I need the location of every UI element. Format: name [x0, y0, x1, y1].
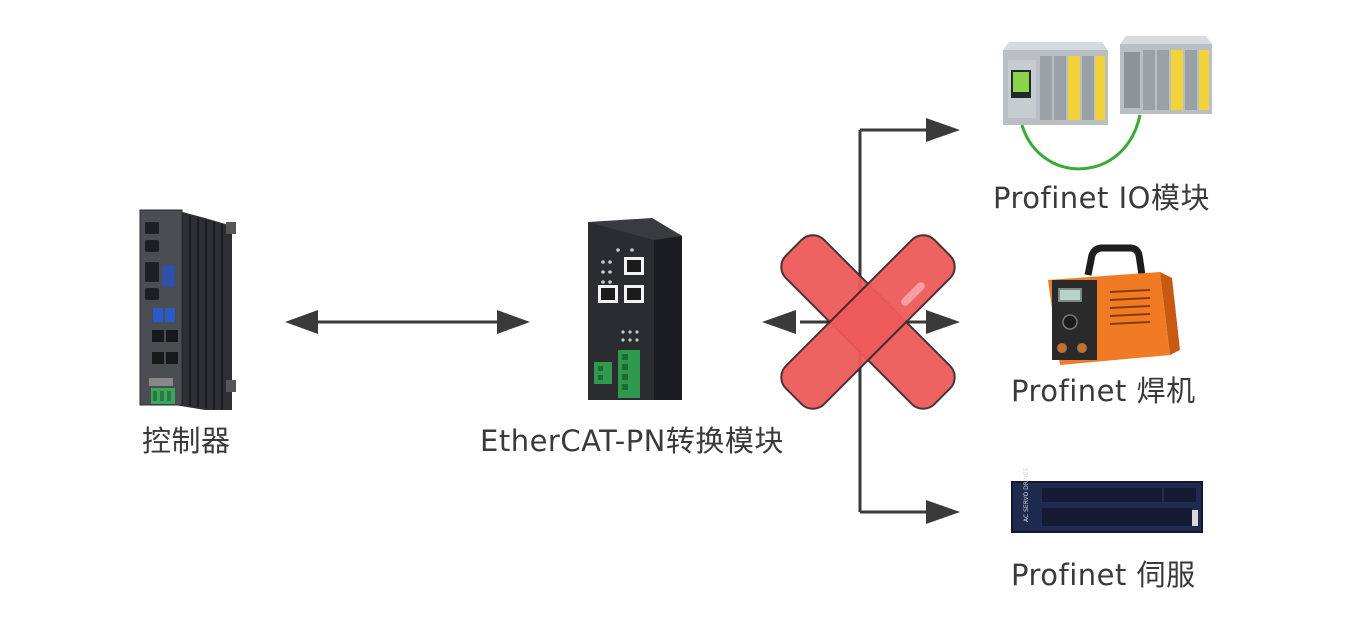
- gateway-module-icon: [588, 218, 682, 400]
- servo-label: Profinet 伺服: [1011, 558, 1196, 592]
- io-module-label: Profinet IO模块: [993, 181, 1210, 215]
- servo-drive-icon: AC SERVO DRIVES: [1011, 467, 1203, 533]
- controller-device-icon: [139, 209, 236, 410]
- ethercat-link-arrow: [285, 310, 530, 334]
- servo-panel-text: AC SERVO DRIVES: [1023, 467, 1030, 522]
- red-cross-icon: [780, 234, 956, 410]
- welding-machine-icon: [1048, 244, 1180, 365]
- gateway-label: EtherCAT-PN转换模块: [480, 424, 784, 458]
- arrowheads: [762, 118, 960, 524]
- plc-io-icon: [1003, 36, 1212, 171]
- welder-label: Profinet 焊机: [1011, 374, 1196, 408]
- controller-label: 控制器: [142, 424, 231, 458]
